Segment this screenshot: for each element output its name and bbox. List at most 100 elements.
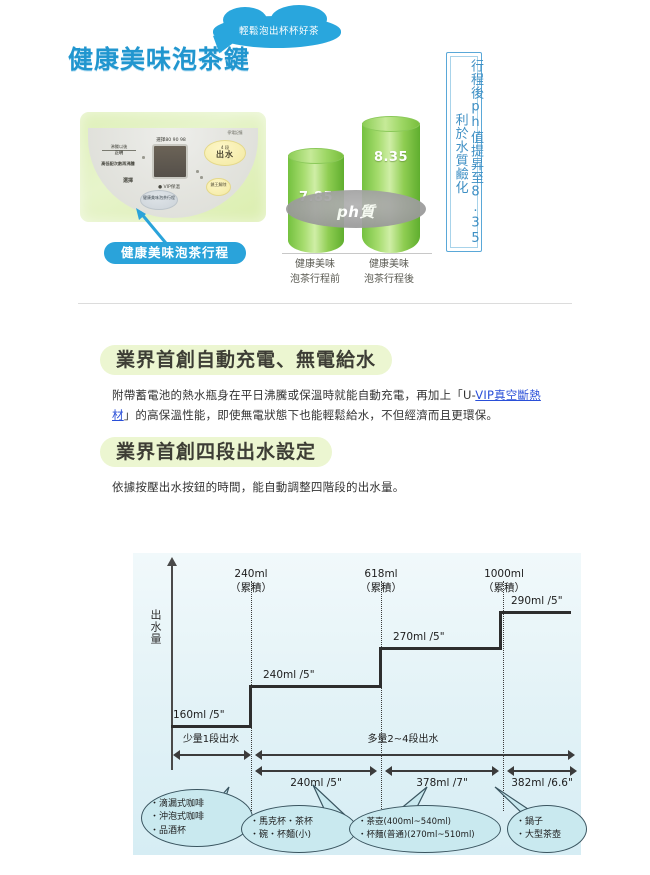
y-axis-line [171, 565, 173, 770]
section-body-autocharge: 附帶蓄電池的熱水瓶身在平日沸騰或保溫時就能自動充電，再加上「U-VIP真空斷熱材… [112, 385, 557, 425]
vertical-note-box: 行程後ph值提昇至8.35利於水質鹼化 [446, 52, 483, 252]
usage-bubble-2: ・馬克杯・茶杯 ・碗・杯麵(小) [241, 805, 357, 853]
usage-bubble-2-line1: ・馬克杯・茶杯 [250, 816, 314, 827]
segment-arrow-2: 378ml /7" [385, 765, 499, 789]
zone-arrow-2 [255, 749, 575, 761]
segment-arrow-2-right [492, 766, 499, 776]
control-panel-photo: 選擇80 90 98 沸騰以後 正明 高低配次數再沸騰 選擇 ● VIP保溫 停… [80, 112, 266, 222]
ph-caption-after-line2: 泡茶行程後 [364, 273, 414, 285]
panel-button-unlock[interactable]: 鎖王解除 [206, 178, 231, 196]
step-level-3 [379, 647, 501, 650]
usage-bubble-1-line2: ・沖泡式咖啡 [150, 812, 205, 823]
zone-arrow-2-line [261, 754, 569, 756]
zone-arrow-1-right [244, 750, 251, 760]
ph-chart-baseline [282, 253, 432, 254]
usage-bubble-1: ・滴漏式咖啡 ・沖泡式咖啡 ・品酒杯 [141, 789, 253, 847]
cumulative-label-3: 1000ml （累積） [471, 567, 537, 595]
ph-bar-after-value: 8.35 [373, 150, 409, 165]
cumulative-note-3: （累積） [483, 582, 525, 595]
step-level-4 [499, 611, 571, 614]
usage-bubble-3-line1: ・茶壺(400ml~540ml) [358, 817, 451, 828]
zone-arrow-2-right [568, 750, 575, 760]
cumulative-note-2: （累積） [360, 582, 402, 595]
cumulative-label-1: 240ml （累積） [221, 567, 281, 595]
segment-arrow-3-left [507, 766, 514, 776]
y-axis-label: 出水量 [149, 609, 162, 645]
usage-bubble-1-line1: ・滴漏式咖啡 [150, 798, 205, 809]
cumulative-value-2: 618ml [364, 568, 398, 580]
ph-cylinder-chart: 7.85 8.35 ph質 健康美味 泡茶行程前 健康美味 泡茶行程後 [282, 108, 432, 285]
panel-button-dispense-sub: 4 段 [220, 145, 230, 150]
ph-caption-before-line1: 健康美味 [295, 259, 335, 270]
cumulative-value-3: 1000ml [484, 568, 524, 580]
ph-caption-after-line1: 健康美味 [369, 259, 409, 270]
step-level-2b [329, 685, 382, 688]
step-label-4: 290ml /5" [511, 595, 563, 607]
panel-button-dispense[interactable]: 4 段 出水 [204, 140, 246, 166]
step-level-1 [171, 725, 251, 728]
staircase-line: 160ml /5" 240ml /5" 270ml /5" 290ml /5" [171, 563, 571, 773]
panel-button-select[interactable]: 選擇 [122, 178, 133, 184]
link-uvip-insulation[interactable]: VIP真空斷熱材 [112, 388, 541, 423]
ph-bar-before-top [288, 148, 344, 164]
usage-bubble-3: ・茶壺(400ml~540ml) ・杯麵(普通)(270ml~510ml) [349, 805, 501, 853]
segment-arrow-2-line [391, 770, 493, 772]
panel-label-boiled: 沸騰以後 [102, 144, 136, 151]
ph-bar-after: 8.35 [362, 116, 420, 253]
section-heading-autocharge: 業界首創自動充電、無電給水 [100, 345, 393, 375]
section-heading-foursteps: 業界首創四段出水設定 [100, 437, 333, 467]
step-label-1: 160ml /5" [173, 709, 225, 721]
callout-tea-course-label: 健康美味泡茶行程 [104, 242, 246, 264]
panel-label-reboil: 高低配次數再沸騰 [101, 161, 135, 166]
speech-bubble: 輕鬆泡出杯杯好茶 [205, 5, 350, 60]
ph-bar-after-top [362, 116, 420, 132]
ph-bar-after-body [362, 123, 420, 253]
segment-arrow-1-line [261, 770, 371, 772]
usage-bubble-3-line2: ・杯麵(普通)(270ml~510ml) [358, 830, 475, 840]
usage-bubble-4-line1: ・鍋子 [516, 816, 544, 827]
usage-bubble-4: ・鍋子 ・大型茶壺 [507, 805, 587, 853]
segment-arrow-2-left [385, 766, 392, 776]
segment-arrow-3-right [570, 766, 577, 776]
panel-label-vip: ● VIP保溫 [158, 185, 180, 190]
speech-bubble-text: 輕鬆泡出杯杯好茶 [238, 26, 319, 37]
zone-arrow-2-left [255, 750, 262, 760]
zone-arrow-1-left [173, 750, 180, 760]
panel-label-memory: 停電記憶 [227, 130, 243, 135]
section-body-autocharge-post: 」的高保溫性能，即使無電狀態下也能輕鬆給水，不但經濟而且更環保。 [123, 408, 499, 423]
four-step-dispense-diagram: 出水量 240ml （累積） 618ml （累積） 1000ml （累積） [133, 553, 587, 855]
vertical-note-inner-border [450, 56, 478, 248]
segment-arrow-3-line [513, 770, 571, 772]
cumulative-label-2: 618ml （累積） [351, 567, 411, 595]
step-riser-3 [499, 611, 502, 650]
panel-temperature-label: 選擇80 90 98 [156, 138, 186, 143]
usage-bubble-4-line2: ・大型茶壺 [516, 830, 562, 840]
panel-button-tea-course[interactable]: 健康美味泡茶行程 [140, 190, 178, 210]
panel-button-dispense-main: 出水 [216, 150, 234, 160]
step-label-2: 240ml /5" [263, 669, 315, 681]
ph-caption-before-line2: 泡茶行程前 [290, 273, 340, 285]
section-divider [78, 303, 572, 304]
step-riser-1 [249, 685, 252, 728]
panel-indicator-dot-3 [200, 176, 203, 179]
panel-indicator-dot-2 [196, 170, 199, 173]
segment-arrow-1-left [255, 766, 262, 776]
cumulative-note-1: （累積） [230, 582, 272, 595]
ph-caption-after: 健康美味 泡茶行程後 [354, 258, 424, 287]
zone-label-2: 多量2~4段出水 [367, 734, 439, 745]
panel-label-boiled-sub: 正明 [114, 150, 124, 155]
zone-arrow-1-line [179, 754, 245, 756]
separator-dotted-2 [381, 581, 382, 811]
ph-center-ellipse: ph質 [286, 190, 426, 228]
speech-bubble-cloud [213, 5, 341, 48]
cumulative-value-1: 240ml [234, 568, 268, 580]
segment-label-1: 240ml /5" [290, 777, 342, 789]
segment-label-3: 382ml /6.6" [511, 777, 573, 789]
segment-arrow-1: 240ml /5" [255, 765, 377, 789]
top-section: 健康美味泡茶鍵 輕鬆泡出杯杯好茶 選擇80 90 98 沸騰以後 正明 高低配次… [0, 0, 650, 300]
segment-label-2: 378ml /7" [416, 777, 468, 789]
step-riser-2 [379, 647, 382, 688]
zone-arrow-1 [173, 749, 251, 761]
segment-arrow-1-right [370, 766, 377, 776]
panel-lcd-screen [152, 144, 188, 179]
